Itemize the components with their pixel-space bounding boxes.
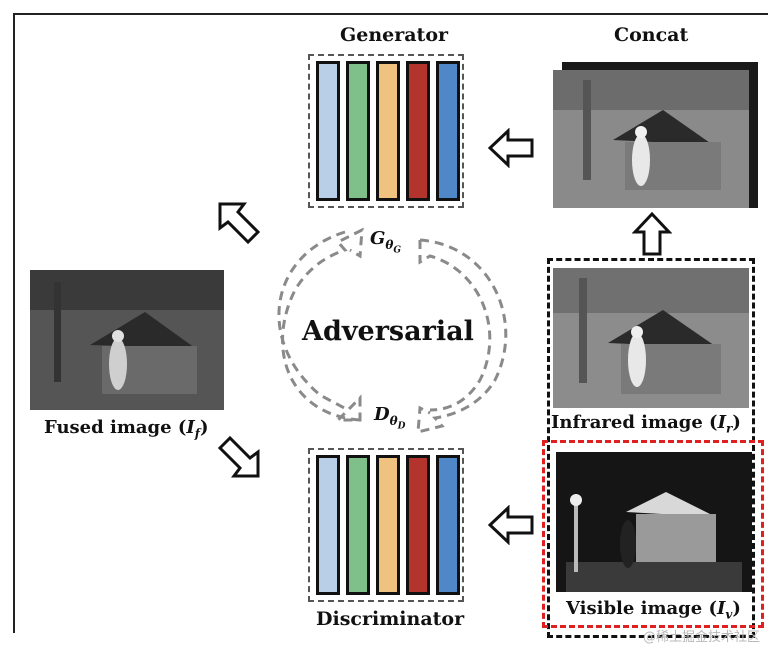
concat-image: [553, 70, 749, 208]
fused-label: Fused image (If): [44, 417, 209, 441]
watermark-text: @稀土掘金技术社区: [642, 630, 760, 645]
visible-label: Visible image (Iv): [566, 598, 741, 622]
infrared-label: Infrared image (Ir): [551, 412, 741, 436]
infrared-to-concat-arrow: [632, 212, 672, 256]
concat-label: Concat: [614, 24, 689, 46]
adversarial-title: Adversarial: [302, 316, 474, 347]
visible-to-discriminator-arrow: [488, 505, 534, 545]
source-images-group: [547, 258, 755, 638]
generator-layer-3: [376, 61, 400, 201]
visible-image-highlight: [542, 440, 764, 628]
infrared-image: [553, 268, 749, 408]
generator-symbol: GθG: [370, 228, 402, 255]
discriminator-layer-2: [346, 455, 370, 595]
discriminator-layer-4: [406, 455, 430, 595]
generator-layer-4: [406, 61, 430, 201]
discriminator-layer-5: [436, 455, 460, 595]
adversarial-cycle-arrows: [277, 227, 508, 434]
discriminator-label: Discriminator: [316, 608, 465, 630]
discriminator-layer-1: [316, 455, 340, 595]
fused-image: [30, 270, 224, 410]
generator-to-fused-arrow: [218, 202, 261, 245]
visible-image: [556, 452, 752, 592]
generator-layer-2: [346, 61, 370, 201]
discriminator-symbol: DθD: [374, 404, 406, 431]
fused-to-discriminator-arrow: [217, 435, 260, 478]
generator-layer-stack: [308, 54, 464, 208]
concat-to-generator-arrow: [488, 128, 534, 168]
discriminator-layer-3: [376, 455, 400, 595]
generator-label: Generator: [340, 24, 448, 46]
discriminator-layer-stack: [308, 448, 464, 602]
generator-layer-1: [316, 61, 340, 201]
generator-layer-5: [436, 61, 460, 201]
figure-frame: [13, 13, 768, 633]
